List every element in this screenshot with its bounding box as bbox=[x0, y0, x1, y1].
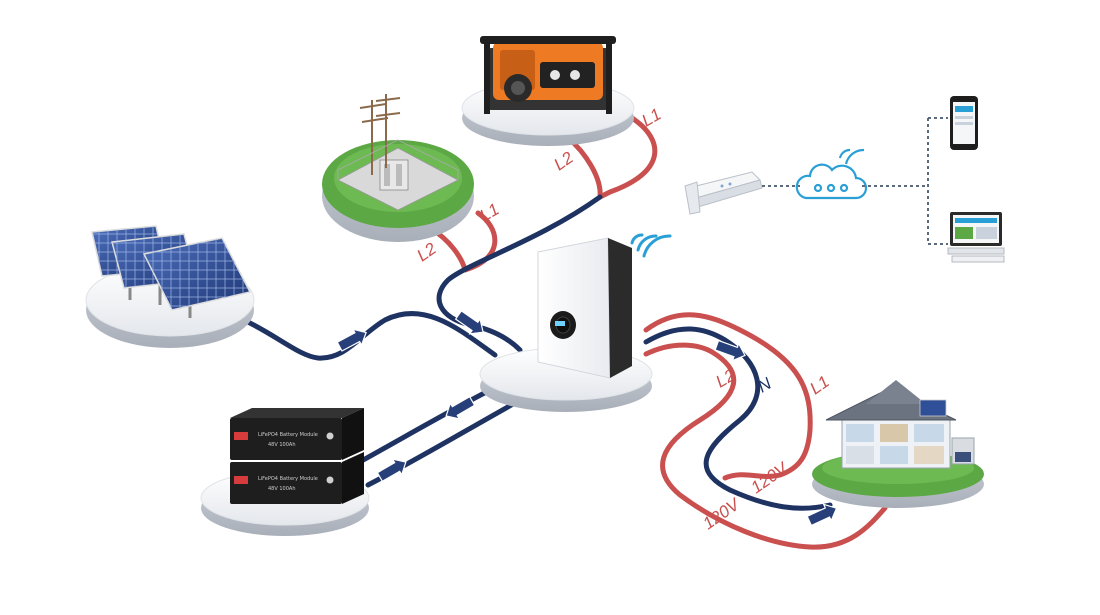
battery-spec-bottom: 48V 100Ah bbox=[268, 486, 296, 492]
wire-generator-l2 bbox=[565, 135, 603, 200]
grid-node bbox=[322, 94, 474, 242]
house-icon bbox=[825, 380, 975, 469]
battery-rack-icon: LiFePO4 Battery Module 48V 100Ah LiFePO4… bbox=[230, 408, 364, 504]
phone-icon bbox=[950, 96, 978, 150]
house-node bbox=[812, 380, 984, 508]
label-voltage-inner: 120V bbox=[747, 458, 792, 497]
inverter-icon bbox=[537, 237, 632, 379]
desktop-computer-icon bbox=[947, 212, 1005, 263]
label-grid-l2: L2 bbox=[413, 239, 440, 266]
label-grid-l1: L1 bbox=[477, 200, 503, 226]
battery-spec-top: 48V 100Ah bbox=[268, 442, 296, 448]
arrow-battery-discharge bbox=[376, 458, 407, 483]
arrow-house bbox=[806, 503, 838, 527]
wire-output-l1 bbox=[643, 312, 813, 481]
arrow-grid-feed bbox=[454, 310, 484, 335]
arrow-output bbox=[714, 339, 746, 362]
wifi-icon bbox=[630, 233, 672, 258]
solar-panel-icon bbox=[91, 225, 252, 318]
wire-battery-charge bbox=[342, 382, 503, 473]
wire-output-l2 bbox=[643, 342, 888, 550]
battery-label-bottom: LiFePO4 Battery Module bbox=[258, 476, 318, 482]
grid-substation-icon bbox=[337, 94, 459, 211]
wifi-dongle-icon bbox=[684, 171, 763, 215]
wire-generator-l1 bbox=[597, 115, 658, 200]
generator-icon bbox=[480, 36, 616, 114]
solar-node bbox=[85, 225, 255, 348]
label-output-l1: L1 bbox=[806, 372, 832, 398]
wire-output-n bbox=[643, 326, 833, 511]
generator-node bbox=[461, 36, 635, 146]
battery-node: LiFePO4 Battery Module 48V 100Ah LiFePO4… bbox=[200, 408, 370, 536]
label-generator-l2: L2 bbox=[550, 148, 577, 175]
flow-arrows bbox=[336, 310, 838, 527]
monitor-links bbox=[862, 117, 948, 245]
cloud-icon bbox=[795, 148, 868, 200]
inverter-node bbox=[479, 233, 672, 412]
wire-grid-generator-feed bbox=[436, 194, 603, 353]
battery-label-top: LiFePO4 Battery Module bbox=[258, 432, 318, 438]
arrow-battery-charge bbox=[445, 395, 476, 420]
arrow-solar bbox=[336, 328, 367, 352]
